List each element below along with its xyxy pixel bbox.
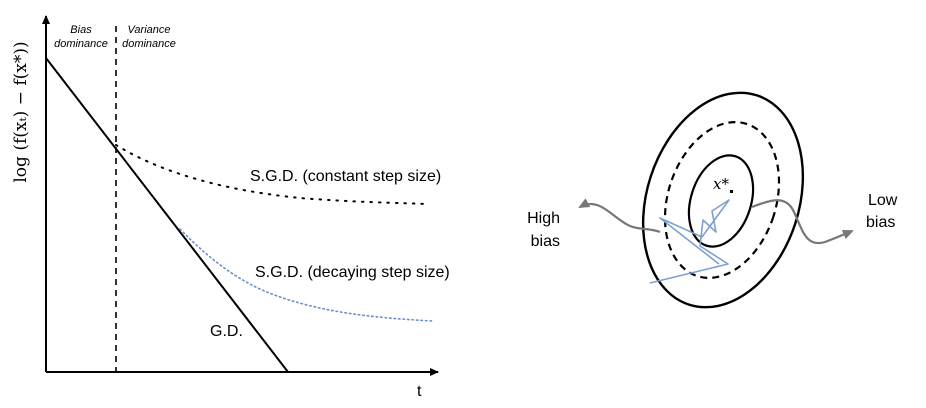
low-bias-label-line2: bias [866, 214, 895, 231]
high-bias-label-line1: High [527, 210, 560, 227]
variance-dominance-label-line2: dominance [122, 38, 176, 50]
optimum-label: x* [713, 175, 729, 193]
middle-contour [663, 121, 781, 279]
bias-dominance-label-line2: dominance [54, 38, 108, 50]
variance-dominance-label-line1: Variance [127, 24, 170, 36]
sgd-path [649, 199, 730, 284]
convergence-plot: log (f(xₜ) − f(x*)) t Bias dominance Var… [11, 15, 450, 400]
sgd-decaying-label: S.G.D. (decaying step size) [255, 264, 450, 281]
optimum-point [730, 190, 733, 193]
gd-label: G.D. [210, 323, 243, 340]
high-bias-label-line2: bias [531, 233, 560, 250]
x-axis-label: t [417, 383, 422, 400]
bias-dominance-label-line1: Bias [70, 24, 92, 36]
low-bias-arrow [751, 199, 854, 245]
inner-contour [687, 154, 755, 248]
low-bias-label-line1: Low [868, 192, 898, 209]
contour-diagram: x* High bias Low bias [527, 91, 898, 309]
high-bias-arrow [578, 198, 661, 234]
y-axis-label: log (f(xₜ) − f(x*)) [11, 41, 31, 182]
sgd-constant-label: S.G.D. (constant step size) [250, 168, 441, 185]
gd-curve [45, 57, 289, 373]
sgd-decaying-curve [179, 228, 433, 322]
outer-contour [641, 91, 805, 309]
